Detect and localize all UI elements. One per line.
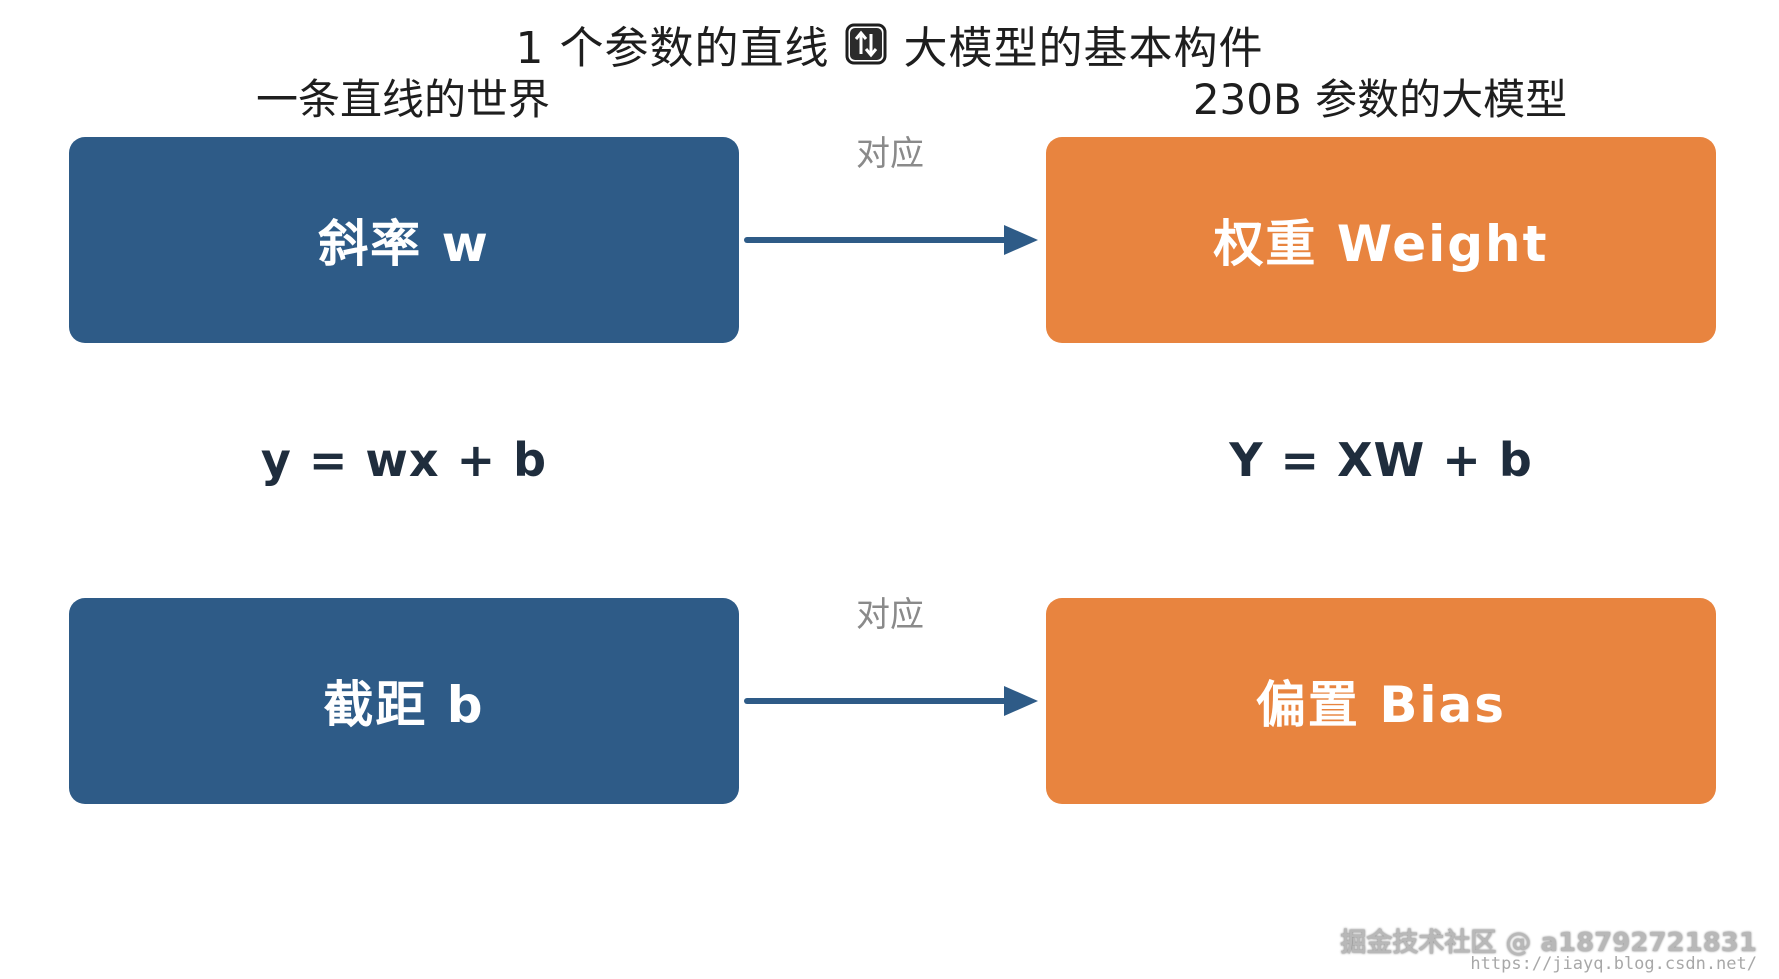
correspondence-label: 对应 <box>856 595 924 635</box>
watermark-text: 掘金技术社区 @ a18792721831 <box>1340 928 1757 958</box>
swap-vertical-icon <box>845 23 887 65</box>
line-formula: y = wx + b <box>260 433 548 487</box>
arrow-right-icon <box>744 225 1038 255</box>
correspondence-label: 对应 <box>856 134 924 174</box>
weight-box: 权重 Weight <box>1046 137 1716 343</box>
intercept-box: 截距 b <box>69 598 739 804</box>
model-formula: Y = XW + b <box>1229 433 1533 487</box>
right-section-heading: 230B 参数的大模型 <box>1192 74 1568 124</box>
title-left-text: 1 个参数的直线 <box>515 23 830 74</box>
arrow-right-icon <box>744 686 1038 716</box>
slope-box: 斜率 w <box>69 137 739 343</box>
bias-box: 偏置 Bias <box>1046 598 1716 804</box>
diagram-title: 1 个参数的直线 大模型的基本构件 <box>0 14 1779 74</box>
watermark-url: https://jiayq.blog.csdn.net/ <box>1470 954 1757 974</box>
title-right-text: 大模型的基本构件 <box>903 23 1264 74</box>
left-section-heading: 一条直线的世界 <box>255 74 550 124</box>
